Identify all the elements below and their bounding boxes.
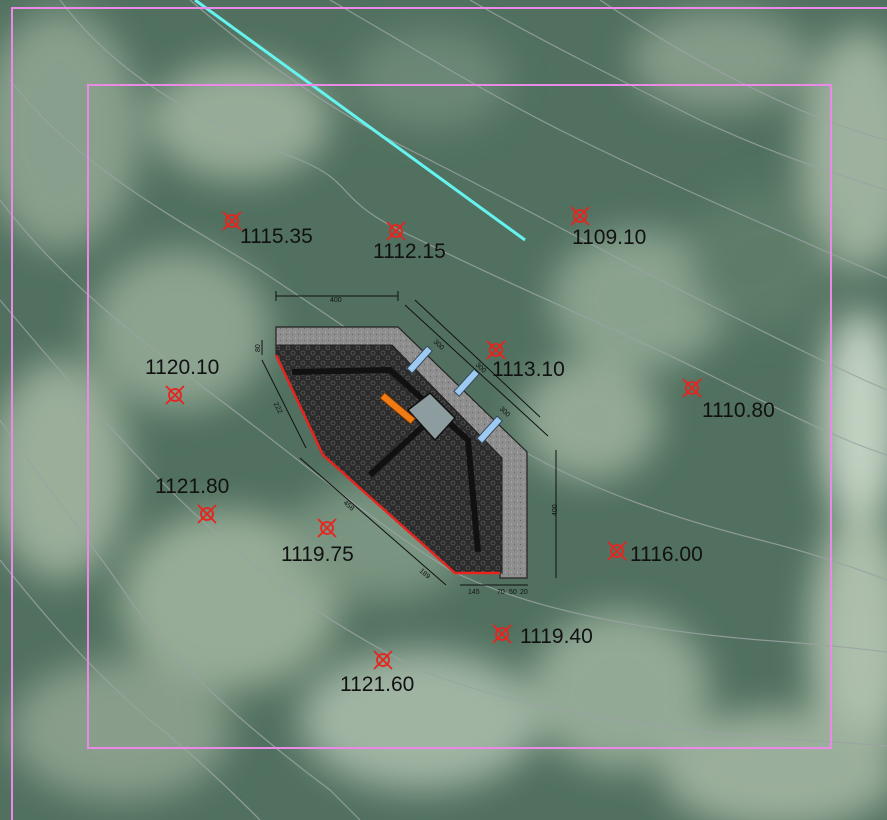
- site-boundary: [87, 84, 832, 749]
- elevation-label-1120-10: 1120.10: [145, 356, 220, 379]
- dim-diag-1-label: 300: [432, 339, 445, 352]
- dim-top-label: 400: [330, 297, 342, 304]
- elevation-label-1119-75: 1119.75: [281, 543, 354, 566]
- elevation-marker-p8: [317, 518, 337, 538]
- elevation-marker-p3: [570, 206, 590, 226]
- dim-left-diag-label: 222: [272, 401, 284, 415]
- elevation-marker-p11: [373, 650, 393, 670]
- red-edge-line: [274, 354, 500, 575]
- dim-diag-2-label: 300: [474, 362, 487, 375]
- elevation-marker-p5: [165, 385, 185, 405]
- elevation-marker-p9: [607, 541, 627, 561]
- road-line: [194, 0, 526, 242]
- dim-right-label: 400: [552, 504, 559, 516]
- elevation-marker-p2: [386, 221, 406, 241]
- outer-boundary: [11, 7, 887, 820]
- dim-bottom-3-label: 50: [509, 589, 517, 596]
- elevation-label-1121-60: 1121.60: [340, 673, 415, 696]
- inlet-marker: [379, 392, 416, 425]
- outlet-pipes: [406, 345, 503, 444]
- dimension-lines: [261, 291, 557, 586]
- elevation-markers: [165, 206, 702, 670]
- elevation-label-1109-10: 1109.10: [572, 226, 647, 249]
- elevation-label-1121-80: 1121.80: [155, 475, 230, 498]
- elevation-marker-p10: [492, 624, 512, 644]
- dim-bottom-1-label: 145: [468, 589, 480, 596]
- dim-bottom-diag-label: 458: [342, 500, 355, 513]
- elevation-label-1116-00: 1116.00: [630, 543, 703, 566]
- dim-bottom-4-label: 20: [520, 589, 528, 596]
- dim-diag-3-label: 300: [498, 406, 511, 419]
- inspection-chamber: [406, 392, 457, 442]
- dim-left-short-label: 80: [255, 344, 262, 352]
- elevation-marker-p1: [222, 211, 242, 231]
- elevation-marker-p6: [682, 378, 702, 398]
- elevation-label-1115-35: 1115.35: [240, 225, 313, 248]
- dim-bottom-2-label: 70: [497, 589, 505, 596]
- elevation-label-1113-10: 1113.10: [492, 358, 565, 381]
- elevation-label-1110-80: 1110.80: [702, 399, 775, 422]
- elevation-marker-p7: [197, 504, 217, 524]
- drainage-structure: [261, 291, 557, 586]
- dim-bottom-short-label: 189: [418, 568, 431, 581]
- elevation-marker-p4: [486, 340, 506, 360]
- elevation-label-1119-40: 1119.40: [520, 625, 593, 648]
- elevation-label-1112-15: 1112.15: [373, 240, 446, 263]
